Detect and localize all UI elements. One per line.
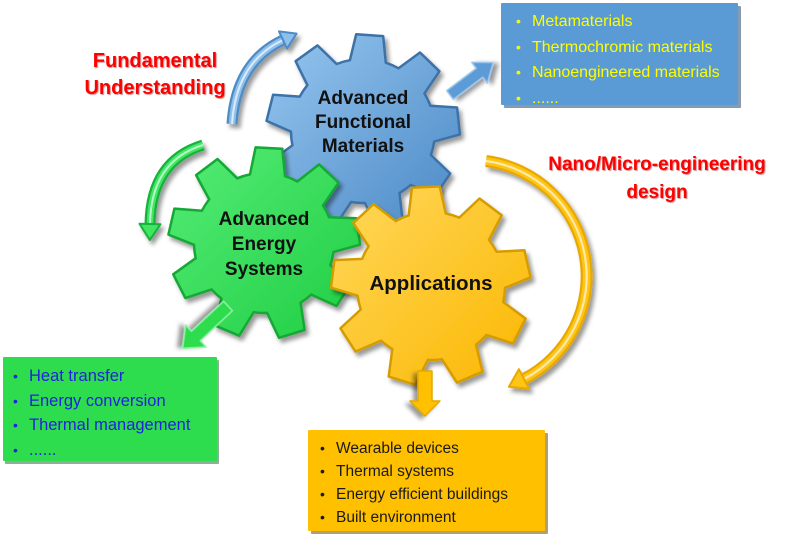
gear-label-line: Materials	[321, 136, 405, 157]
applications-examples-box: • Wearable devices • Thermal systems • Ener…	[308, 430, 545, 531]
bullet-icon: •	[320, 463, 325, 479]
bullet-icon: •	[320, 486, 325, 502]
arrow-to-materials-box	[445, 61, 494, 101]
gear-label-line: Systems	[224, 259, 304, 280]
energy-examples-box: • Heat transfer • Energy conversion • Therm…	[3, 357, 217, 461]
list-item: • Nanoengineered materials	[516, 60, 738, 86]
bullet-icon: •	[13, 441, 18, 458]
list-item-text: Built environment	[336, 509, 456, 526]
annotation-nano-micro-design: Nano/Micro-engineering design	[521, 151, 793, 207]
list-item: • Wearable devices	[320, 437, 545, 460]
gear-label-line: Functional	[314, 112, 412, 133]
arrowhead-icon	[507, 368, 531, 390]
list-item-text: Energy conversion	[29, 391, 166, 410]
gear-label-advanced-energy-systems: Advanced Energy Systems	[164, 207, 364, 282]
list-item: • Metamaterials	[516, 9, 738, 35]
list-item: • Thermal systems	[320, 460, 545, 483]
list-item-text: Thermal systems	[336, 463, 454, 480]
list-item-text: Metamaterials	[532, 13, 633, 30]
list-item: • Built environment	[320, 506, 545, 529]
materials-examples-box: •Metamaterials •Thermochromic materials …	[501, 3, 738, 107]
list-item-text: Wearable devices	[336, 440, 459, 457]
gear-label-line: Advanced	[218, 209, 310, 230]
list-item-text: ......	[532, 89, 559, 107]
curved-arrow-fundamental	[226, 30, 298, 125]
list-item: • Heat transfer	[13, 364, 217, 389]
gear-label-advanced-functional-materials: Advanced Functional Materials	[263, 87, 463, 159]
gear-label-applications: Applications	[327, 272, 535, 296]
annotation-fundamental-understanding: Fundamental Understanding	[40, 48, 270, 102]
bullet-icon: •	[320, 440, 325, 456]
gear-label-line: Advanced	[317, 88, 409, 109]
gear-label-line: Energy	[231, 234, 297, 255]
gear-label-line: Applications	[369, 272, 493, 295]
bullet-icon: •	[320, 509, 325, 525]
annotation-line: design	[626, 182, 688, 203]
list-item-text: Energy efficient buildings	[336, 486, 509, 503]
annotation-line: Fundamental	[92, 50, 218, 72]
arrow-to-energy-box	[181, 300, 234, 350]
list-item-text: ......	[29, 440, 57, 459]
list-item: •......	[516, 86, 738, 112]
arrowhead-icon	[278, 30, 298, 50]
materials-examples-list: •Metamaterials •Thermochromic materials …	[516, 9, 738, 111]
bullet-icon: •	[13, 417, 18, 433]
list-item-text: Thermal management	[29, 416, 191, 434]
list-item: •......	[13, 438, 217, 463]
arrow-to-applications-box	[409, 370, 441, 417]
list-item-text: Thermochromic materials	[532, 38, 713, 56]
bullet-icon: •	[516, 38, 521, 55]
curved-arrow-understanding-to-energy	[138, 139, 205, 241]
bullet-icon: •	[516, 89, 521, 106]
applications-examples-list: • Wearable devices • Thermal systems • Ener…	[320, 437, 545, 529]
bullet-icon: •	[13, 368, 18, 384]
list-item-text: Heat transfer	[29, 367, 125, 385]
arrowhead-icon	[138, 222, 162, 241]
gear-applications	[329, 185, 532, 387]
curved-arrow-nano-design	[485, 155, 593, 390]
list-item: • Energy conversion	[13, 389, 217, 414]
list-item: • Thermochromic materials	[516, 35, 738, 61]
bullet-icon: •	[516, 13, 521, 29]
gear-advanced-energy-systems	[167, 146, 362, 340]
energy-examples-list: • Heat transfer • Energy conversion • Therm…	[13, 364, 217, 462]
annotation-line: Nano/Micro-engineering	[548, 154, 766, 175]
bullet-icon: •	[13, 392, 18, 409]
bullet-icon: •	[516, 64, 521, 80]
list-item: • Thermal management	[13, 413, 217, 438]
list-item-text: Nanoengineered materials	[532, 64, 720, 81]
annotation-line: Understanding	[84, 77, 226, 99]
list-item: • Energy efficient buildings	[320, 483, 545, 506]
